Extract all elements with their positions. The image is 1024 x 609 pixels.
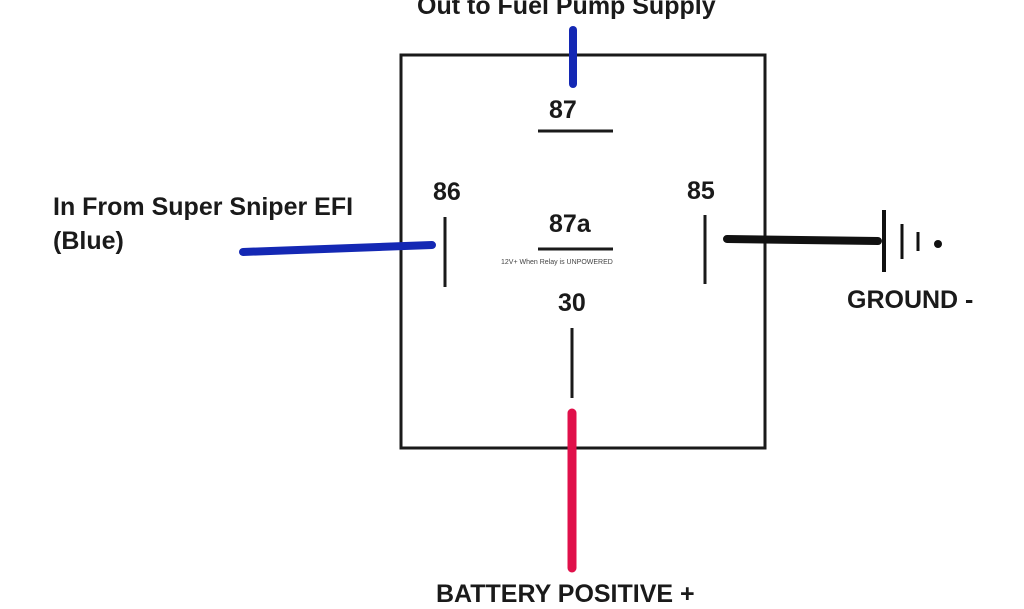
fuel-pump-label: Out to Fuel Pump Supply: [417, 0, 716, 20]
relay-body: [399, 53, 767, 450]
pin-30-label: 30: [558, 289, 586, 317]
ground-wire: [723, 235, 882, 245]
pin-87-label: 87: [549, 96, 577, 124]
efi-input-wire: [239, 241, 436, 256]
efi-input-label: In From Super Sniper EFI: [53, 193, 354, 221]
pin-85-label: 85: [687, 177, 715, 205]
pin-87a-note: 12V+ When Relay is UNPOWERED: [501, 259, 613, 266]
pin-87a-label: 87a: [549, 210, 591, 238]
ground-label: GROUND -: [847, 286, 974, 314]
ground-symbol-icon: [882, 210, 942, 272]
efi-input-label-color: (Blue): [53, 227, 124, 255]
pin-86-label: 86: [433, 178, 461, 206]
battery-positive-label: BATTERY POSITIVE +: [436, 580, 695, 608]
